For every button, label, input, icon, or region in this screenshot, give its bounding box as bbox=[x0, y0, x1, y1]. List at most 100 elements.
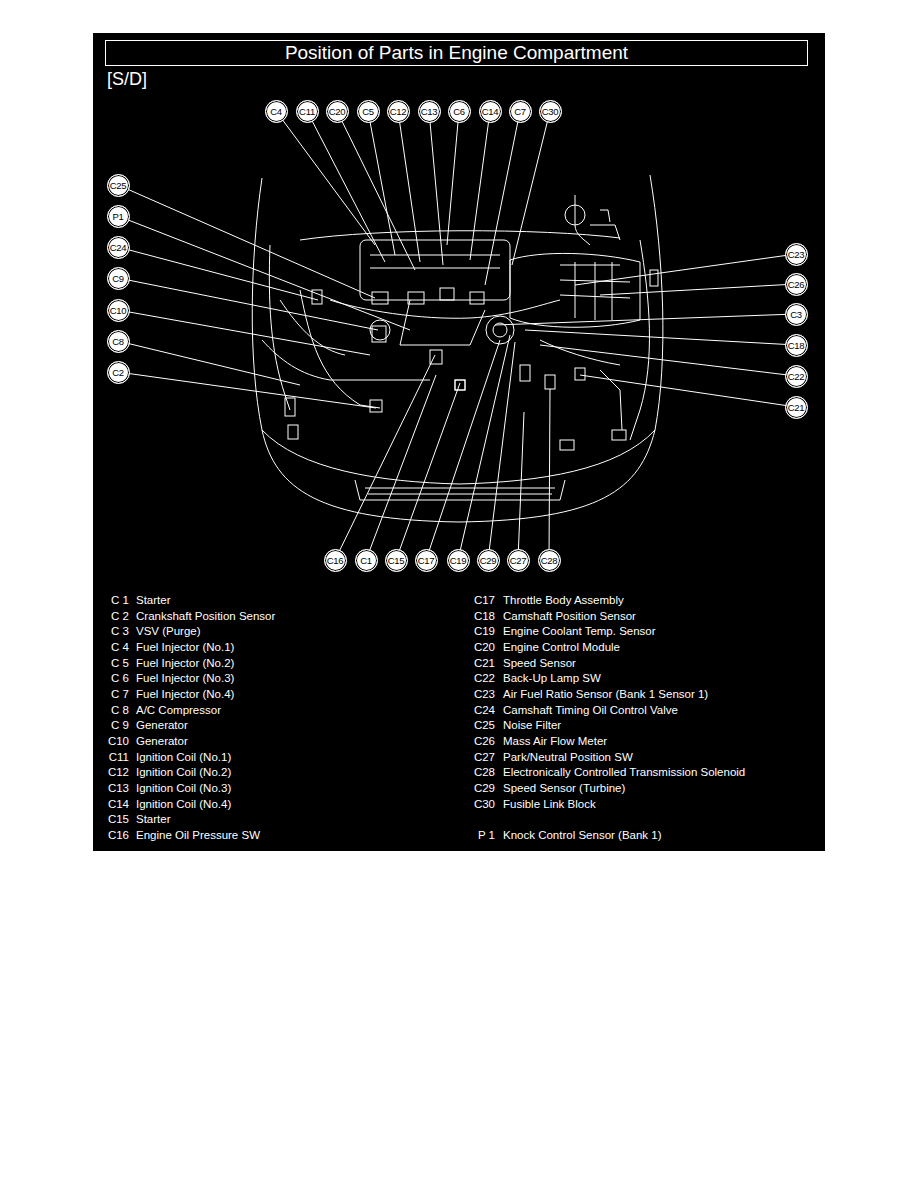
callout-number: C8 bbox=[112, 336, 124, 347]
callout-circle: C12 bbox=[387, 100, 410, 123]
part-name: Fusible Link Block bbox=[503, 797, 596, 811]
legend-code: C 7 bbox=[105, 687, 129, 701]
legend-code: C28 bbox=[471, 765, 495, 779]
callout-number: C11 bbox=[299, 106, 315, 117]
callout-circle: C25 bbox=[107, 174, 130, 197]
callout-circle: C3 bbox=[785, 303, 808, 326]
callout-number: C17 bbox=[418, 555, 435, 566]
legend-code: C30 bbox=[471, 797, 495, 811]
part-name: Generator bbox=[136, 718, 188, 732]
callout-circle: C20 bbox=[326, 100, 349, 123]
callout-number: C6 bbox=[453, 106, 465, 117]
callout-number: C29 bbox=[480, 555, 497, 566]
callout-number: C23 bbox=[788, 249, 805, 260]
legend-code: C10 bbox=[105, 734, 129, 748]
callout-circle: C27 bbox=[507, 549, 530, 572]
callout-number: C24 bbox=[110, 242, 127, 253]
legend-code: C 6 bbox=[105, 671, 129, 685]
callout-number: C10 bbox=[110, 305, 127, 316]
title: Position of Parts in Engine Compartment bbox=[285, 42, 628, 64]
legend-code: C 3 bbox=[105, 624, 129, 638]
part-name: Speed Sensor (Turbine) bbox=[503, 781, 625, 795]
legend-code: C 5 bbox=[105, 656, 129, 670]
callout-circle: C23 bbox=[785, 243, 808, 266]
part-name: A/C Compressor bbox=[136, 703, 221, 717]
legend-code: C14 bbox=[105, 797, 129, 811]
callout-number: C7 bbox=[514, 106, 526, 117]
callout-number: C4 bbox=[270, 106, 282, 117]
part-name: Crankshaft Position Sensor bbox=[136, 609, 275, 623]
callout-number: P1 bbox=[112, 211, 123, 222]
legend-code: C17 bbox=[471, 593, 495, 607]
legend-code: C11 bbox=[105, 750, 129, 764]
callout-circle: C18 bbox=[785, 334, 808, 357]
callout-number: C5 bbox=[362, 106, 374, 117]
part-name: Ignition Coil (No.1) bbox=[136, 750, 231, 764]
callout-circle: C14 bbox=[479, 100, 502, 123]
legend-code: C12 bbox=[105, 765, 129, 779]
part-name: Back-Up Lamp SW bbox=[503, 671, 601, 685]
legend-code: C20 bbox=[471, 640, 495, 654]
part-name: Throttle Body Assembly bbox=[503, 593, 624, 607]
legend-code: C26 bbox=[471, 734, 495, 748]
callout-number: C21 bbox=[788, 402, 805, 413]
callout-number: C12 bbox=[390, 106, 407, 117]
callout-number: C26 bbox=[788, 279, 805, 290]
legend-code: C 4 bbox=[105, 640, 129, 654]
callout-circle: C17 bbox=[415, 549, 438, 572]
legend-code: C16 bbox=[105, 828, 129, 842]
part-name: Electronically Controlled Transmission S… bbox=[503, 765, 745, 779]
callout-circle: C4 bbox=[265, 100, 288, 123]
legend-code: C 2 bbox=[105, 609, 129, 623]
variant-label: [S/D] bbox=[107, 69, 147, 89]
callout-number: C18 bbox=[788, 340, 805, 351]
legend-code: C27 bbox=[471, 750, 495, 764]
callout-number: C28 bbox=[541, 555, 558, 566]
legend-code: C15 bbox=[105, 812, 129, 826]
callout-circle: C19 bbox=[447, 549, 470, 572]
legend-code: C24 bbox=[471, 703, 495, 717]
legend-code: C25 bbox=[471, 718, 495, 732]
callout-circle: C9 bbox=[107, 267, 130, 290]
callout-number: C15 bbox=[388, 555, 405, 566]
callout-number: C9 bbox=[112, 273, 124, 284]
callout-circle: C11 bbox=[296, 100, 319, 123]
legend-code: C23 bbox=[471, 687, 495, 701]
callout-number: C16 bbox=[327, 555, 344, 566]
callout-circle: C6 bbox=[448, 100, 471, 123]
callout-circle: C21 bbox=[785, 396, 808, 419]
part-name: Speed Sensor bbox=[503, 656, 576, 670]
part-name: Engine Control Module bbox=[503, 640, 620, 654]
legend-code: C18 bbox=[471, 609, 495, 623]
part-name: Knock Control Sensor (Bank 1) bbox=[503, 828, 662, 842]
legend-code: C19 bbox=[471, 624, 495, 638]
part-name: Air Fuel Ratio Sensor (Bank 1 Sensor 1) bbox=[503, 687, 708, 701]
callout-circle: C22 bbox=[785, 365, 808, 388]
callout-circle: C13 bbox=[418, 100, 441, 123]
callout-number: C19 bbox=[450, 555, 467, 566]
callout-circle: C15 bbox=[385, 549, 408, 572]
callout-circle: C7 bbox=[509, 100, 532, 123]
part-name: Camshaft Timing Oil Control Valve bbox=[503, 703, 678, 717]
part-name: Fuel Injector (No.2) bbox=[136, 656, 234, 670]
title-box: Position of Parts in Engine Compartment bbox=[105, 40, 808, 66]
part-name: Engine Oil Pressure SW bbox=[136, 828, 260, 842]
part-name: Starter bbox=[136, 812, 171, 826]
part-name: Starter bbox=[136, 593, 171, 607]
part-name: Engine Coolant Temp. Sensor bbox=[503, 624, 656, 638]
callout-number: C3 bbox=[790, 309, 802, 320]
callout-number: C13 bbox=[421, 106, 438, 117]
callout-circle: C26 bbox=[785, 273, 808, 296]
legend-code: C 9 bbox=[105, 718, 129, 732]
callout-number: C20 bbox=[329, 106, 346, 117]
legend-code: C29 bbox=[471, 781, 495, 795]
callout-number: C1 bbox=[360, 555, 372, 566]
legend-code: C22 bbox=[471, 671, 495, 685]
black-panel bbox=[93, 33, 825, 851]
part-name: Mass Air Flow Meter bbox=[503, 734, 607, 748]
callout-circle: C5 bbox=[357, 100, 380, 123]
callout-circle: P1 bbox=[107, 205, 130, 228]
callout-circle: C16 bbox=[324, 549, 347, 572]
callout-circle: C8 bbox=[107, 330, 130, 353]
part-name: Fuel Injector (No.3) bbox=[136, 671, 234, 685]
